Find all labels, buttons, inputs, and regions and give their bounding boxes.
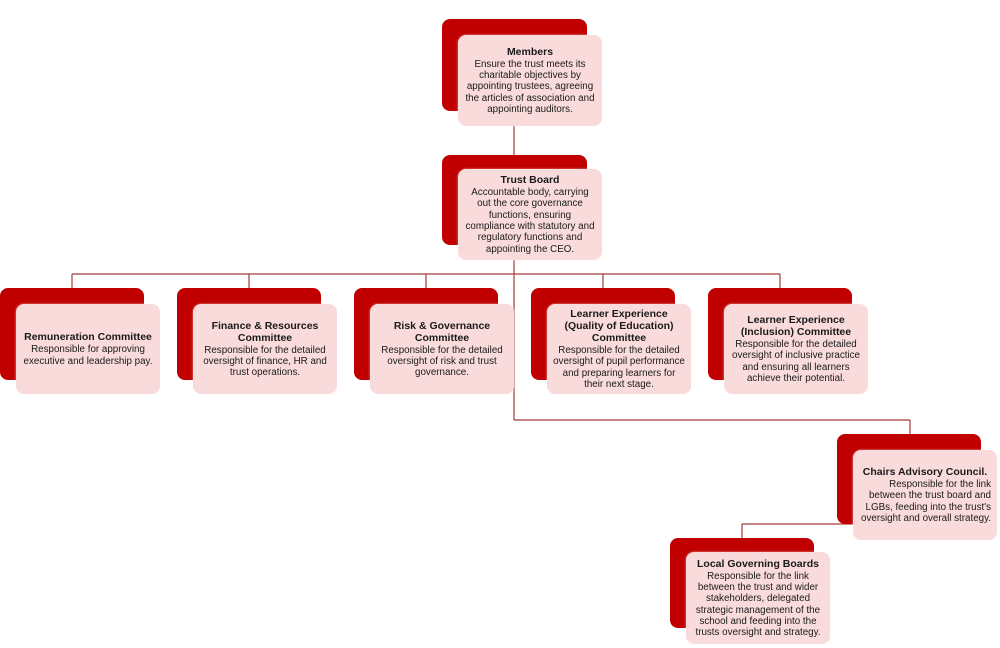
committee-description: Responsible for the detailed oversight o…	[732, 338, 860, 384]
chairs-council-box: Chairs Advisory Council. Responsible for…	[853, 450, 997, 540]
members-title: Members	[506, 45, 554, 58]
committee-box: Learner Experience (Quality of Education…	[547, 304, 691, 394]
local-boards-title: Local Governing Boards	[697, 557, 819, 570]
committee-box: Learner Experience (Inclusion) Committee…	[724, 304, 868, 394]
committee-title: Risk & Governance Committee	[393, 319, 491, 344]
committee-box: Risk & Governance Committee Responsible …	[370, 304, 514, 394]
committee-title: Remuneration Committee	[24, 331, 152, 344]
members-description: Ensure the trust meets its charitable ob…	[465, 58, 595, 115]
committee-title: Learner Experience (Inclusion) Committee	[740, 313, 852, 338]
members-box: Members Ensure the trust meets its chari…	[458, 35, 602, 126]
trust-board-description: Accountable body, carrying out the core …	[465, 187, 595, 255]
chairs-council-title: Chairs Advisory Council.	[862, 465, 988, 478]
committee-description: Responsible for the detailed oversight o…	[553, 344, 685, 390]
local-boards-description: Responsible for the link between the tru…	[695, 570, 821, 639]
committee-description: Responsible for the detailed oversight o…	[203, 344, 327, 379]
trust-board-title: Trust Board	[500, 174, 560, 187]
committee-description: Responsible for the detailed oversight o…	[381, 344, 503, 379]
committee-title: Finance & Resources Committee	[211, 319, 319, 344]
trust-board-box: Trust Board Accountable body, carrying o…	[458, 169, 602, 260]
chairs-council-description: Responsible for the link between the tru…	[861, 478, 991, 524]
committee-box: Finance & Resources Committee Responsibl…	[193, 304, 337, 394]
committee-box: Remuneration Committee Responsible for a…	[16, 304, 160, 394]
committee-title: Learner Experience (Quality of Education…	[564, 307, 674, 344]
committee-description: Responsible for approving executive and …	[23, 344, 153, 367]
local-boards-box: Local Governing Boards Responsible for t…	[686, 552, 830, 644]
